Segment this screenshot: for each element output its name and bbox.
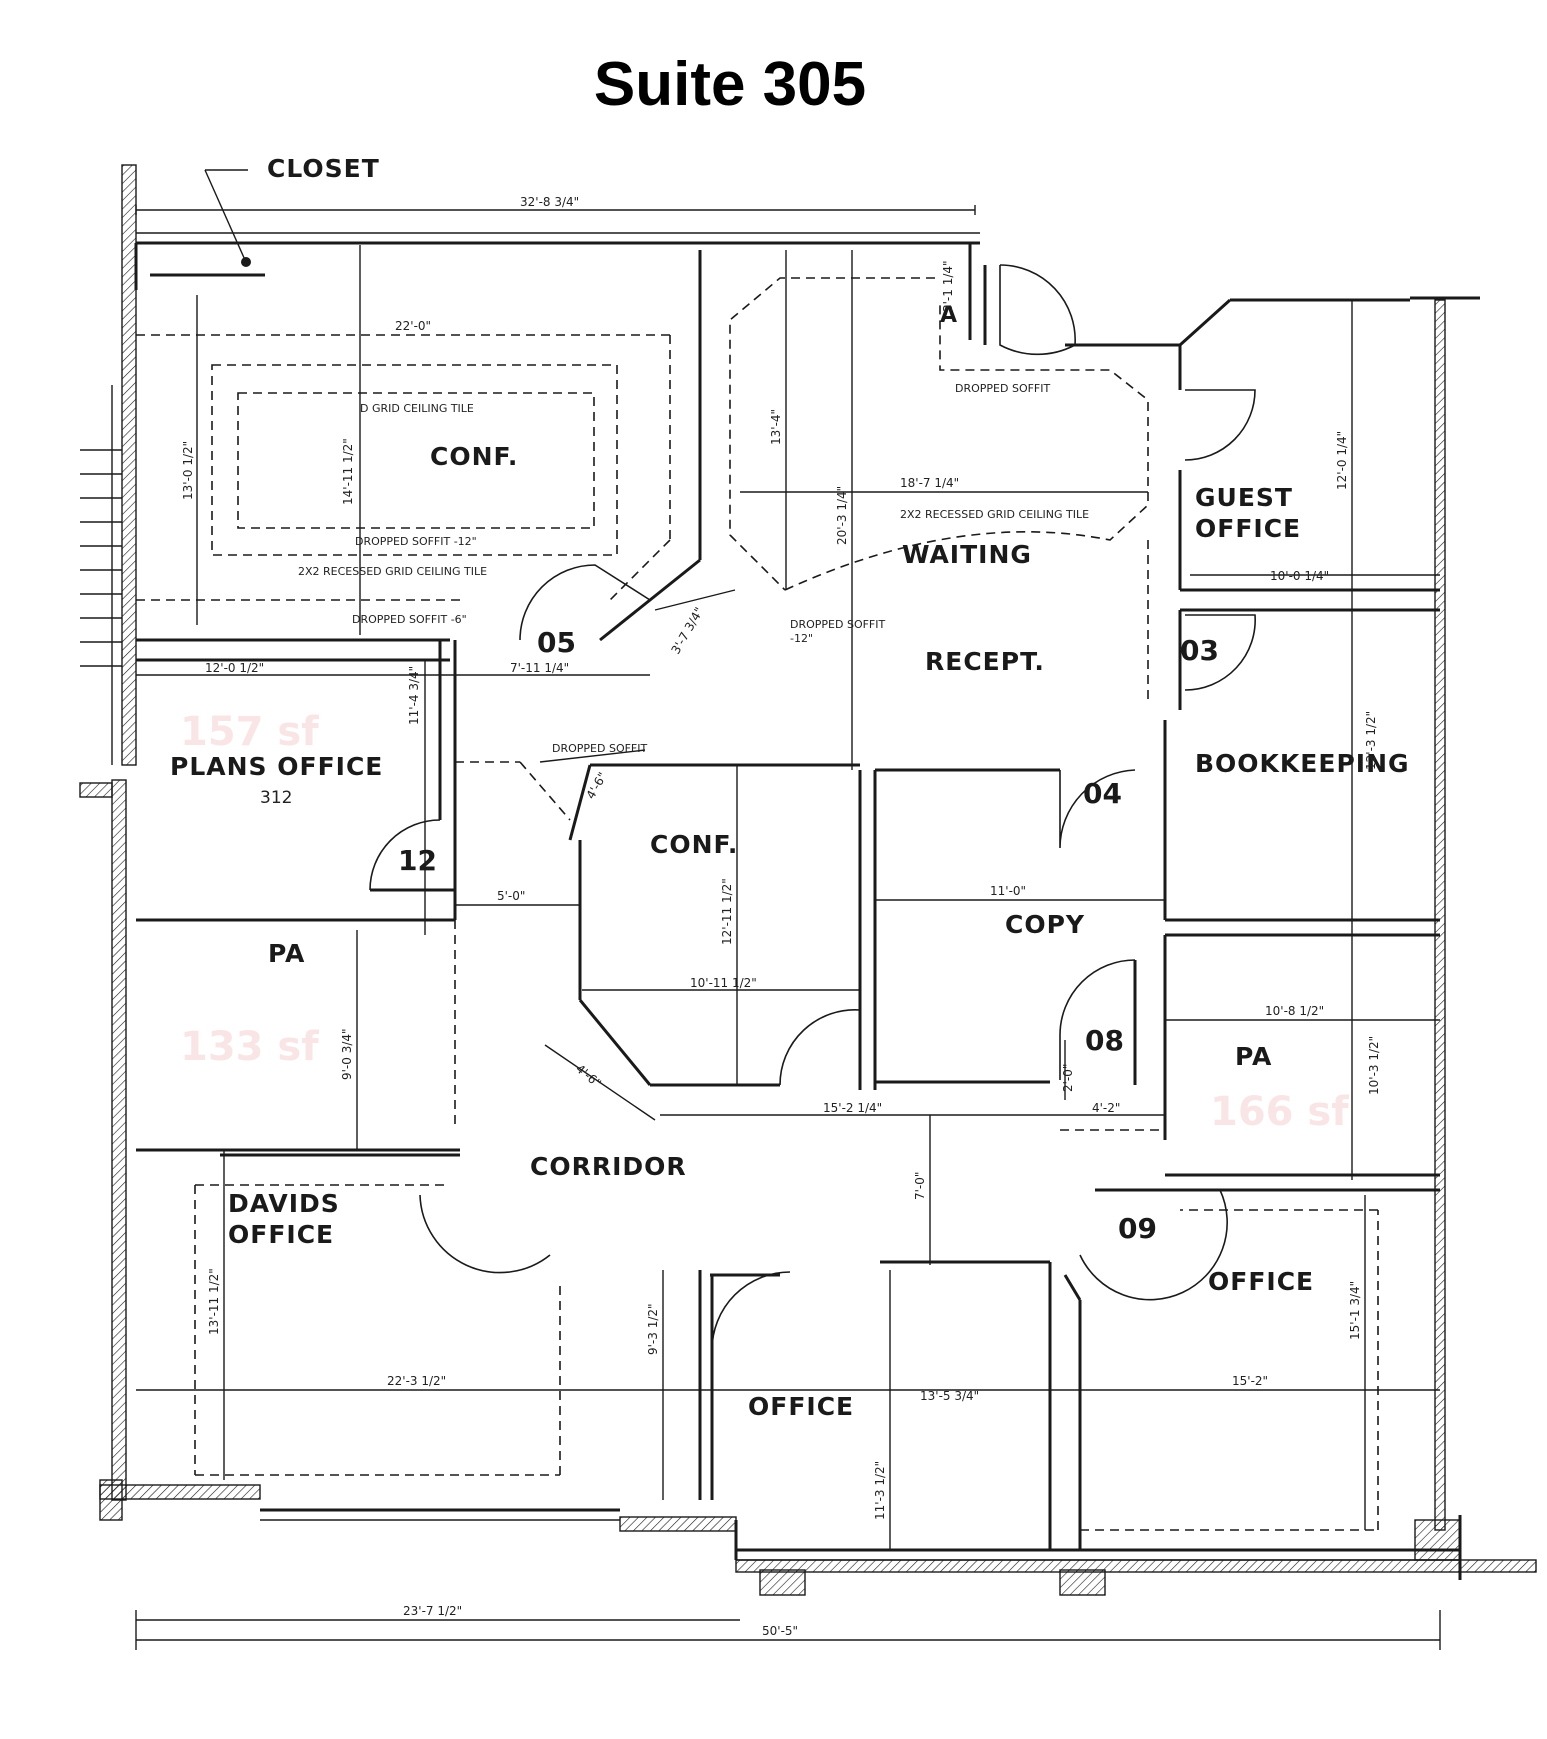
dim-office-r-width: 15'-2" xyxy=(1232,1374,1268,1388)
pa-right-label: PA xyxy=(1235,1042,1272,1071)
recept-label: RECEPT. xyxy=(925,647,1045,676)
conf-top-label: CONF. xyxy=(430,442,518,471)
dim-conf-inner-height: 14'-11 1/2" xyxy=(341,438,355,505)
dim-guest-width: 10'-0 1/4" xyxy=(1270,569,1329,583)
note-dropped-soffit-6: DROPPED SOFFIT -6" xyxy=(352,613,467,626)
dim-overall-bottom: 50'-5" xyxy=(762,1624,798,1638)
note-grid-tile-top: 2X2 RECESSED GRID CEILING TILE xyxy=(298,565,487,578)
faint-mark-1: 157 sf xyxy=(180,709,319,755)
dim-pa-right-height: 10'-3 1/2" xyxy=(1367,1036,1381,1095)
dim-plans-width: 12'-0 1/2" xyxy=(205,661,264,675)
dim-davids-width: 22'-3 1/2" xyxy=(387,1374,446,1388)
dim-corridor-short: 4'-2" xyxy=(1092,1101,1120,1115)
dim-office-r-height: 15'-1 3/4" xyxy=(1348,1281,1362,1340)
dim-waiting-width: 18'-7 1/4" xyxy=(900,476,959,490)
dim-conf-mid-height: 12'-11 1/2" xyxy=(720,878,734,945)
dimension-lines xyxy=(135,205,1441,1650)
soffit-outlines xyxy=(136,277,1379,1531)
pa-left-label: PA xyxy=(268,939,305,968)
davids-label-line1: DAVIDS xyxy=(228,1189,340,1218)
davids-label-line2: OFFICE xyxy=(228,1220,334,1249)
interior-walls xyxy=(134,243,1440,1550)
dim-office-b-height: 11'-3 1/2" xyxy=(873,1461,887,1520)
dim-corridor-long: 15'-2 1/4" xyxy=(823,1101,882,1115)
dim-pa-right-width: 10'-8 1/2" xyxy=(1265,1004,1324,1018)
dim-office-b-width: 13'-5 3/4" xyxy=(920,1389,979,1403)
note-grid-tile-waiting: 2X2 RECESSED GRID CEILING TILE xyxy=(900,508,1089,521)
plans-office-number: 312 xyxy=(260,788,292,808)
dim-bookkeeping-height: 12'-3 1/2" xyxy=(1364,711,1378,770)
plans-office-label: PLANS OFFICE xyxy=(170,752,383,781)
faint-mark-3: 166 sf xyxy=(1210,1089,1349,1135)
copy-label: COPY xyxy=(1005,910,1085,939)
dim-corridor-vertical: 7'-0" xyxy=(913,1172,927,1200)
guest-label-line2: OFFICE xyxy=(1195,514,1301,543)
dim-corridor-5: 5'-0" xyxy=(497,889,525,903)
office-bottom-label: OFFICE xyxy=(748,1392,854,1421)
guest-label-line1: GUEST xyxy=(1195,483,1293,512)
dim-plans-height: 11'-4 3/4" xyxy=(407,666,421,725)
waiting-label: WAITING xyxy=(902,540,1032,569)
door-number-03: 03 xyxy=(1180,634,1219,667)
door-number-04: 04 xyxy=(1083,777,1122,810)
note-dropped-soffit-waiting: DROPPED SOFFIT xyxy=(955,382,1050,395)
dim-pa-left-height: 9'-0 3/4" xyxy=(340,1028,354,1080)
dim-angled-wall: 3'-7 3/4" xyxy=(668,605,706,657)
office-right-label: OFFICE xyxy=(1208,1267,1314,1296)
dim-conf-height: 13'-0 1/2" xyxy=(181,441,195,500)
dim-conf-mid-width: 10'-11 1/2" xyxy=(690,976,757,990)
dim-overall-top: 32'-8 3/4" xyxy=(520,195,579,209)
door-number-08: 08 xyxy=(1085,1024,1124,1057)
dim-recept-height: 20'-3 1/4" xyxy=(835,486,849,545)
note-grid-tile-partial: D GRID CEILING TILE xyxy=(360,402,474,415)
door-number-05: 05 xyxy=(537,626,576,659)
door-number-12: 12 xyxy=(398,844,437,877)
faint-mark-2: 133 sf xyxy=(180,1024,319,1070)
dim-overall-bottom-left: 23'-7 1/2" xyxy=(403,1604,462,1618)
page-title: Suite 305 xyxy=(594,50,866,119)
dim-conf-mid-diag-bottom: 4'-6" xyxy=(573,1062,604,1091)
dim-office-b-left-height: 9'-3 1/2" xyxy=(646,1303,660,1355)
dim-door-08-small: 2'-0" xyxy=(1061,1064,1075,1092)
dim-davids-height: 13'-11 1/2" xyxy=(207,1268,221,1335)
dim-copy-width: 11'-0" xyxy=(990,884,1026,898)
dim-corridor-span: 7'-11 1/4" xyxy=(510,661,569,675)
note-dropped-soffit-recept-2: -12" xyxy=(790,632,813,645)
note-dropped-soffit-12: DROPPED SOFFIT -12" xyxy=(355,535,477,548)
note-dropped-soffit-conf: DROPPED SOFFIT xyxy=(552,742,647,755)
closet-label: CLOSET xyxy=(267,154,380,183)
dim-conf-width: 22'-0" xyxy=(395,319,431,333)
closet-leader xyxy=(204,169,251,267)
note-dropped-soffit-recept-1: DROPPED SOFFIT xyxy=(790,618,885,631)
door-number-09: 09 xyxy=(1118,1212,1157,1245)
marker-a: A xyxy=(940,303,957,328)
conf-mid-label: CONF. xyxy=(650,830,738,859)
dim-guest-height: 12'-0 1/4" xyxy=(1335,431,1349,490)
door-swings xyxy=(369,264,1256,1351)
exterior-walls xyxy=(79,164,1537,1596)
dim-waiting-small: 3'-1 1/4" xyxy=(941,260,955,312)
bookkeeping-label: BOOKKEEPING xyxy=(1195,749,1410,778)
dim-waiting-height: 13'-4" xyxy=(769,409,783,445)
corridor-label: CORRIDOR xyxy=(530,1152,687,1181)
